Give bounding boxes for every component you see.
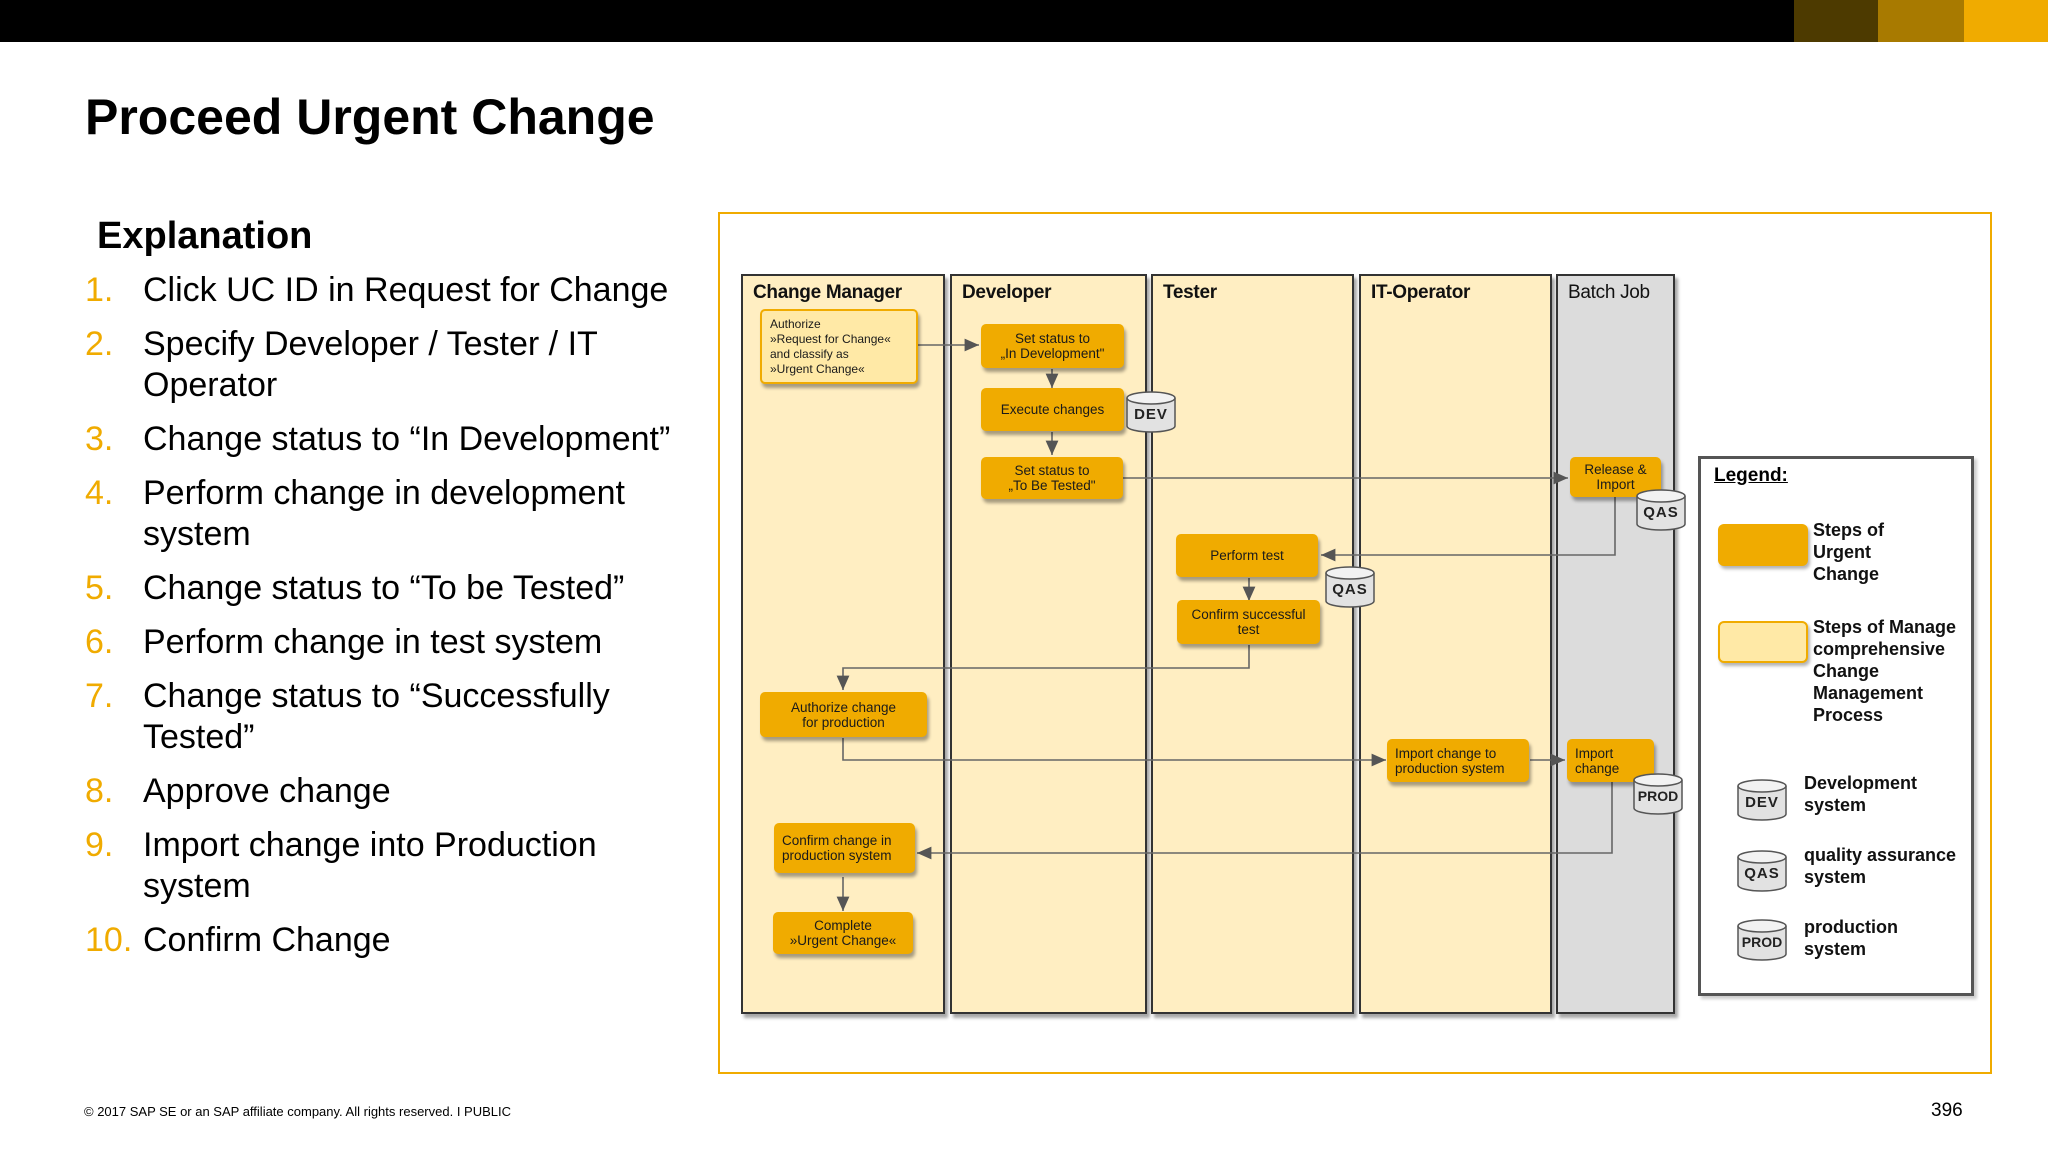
cylinder-label: DEV — [1134, 406, 1168, 423]
step-item: 9. Import change into Production system — [85, 825, 685, 907]
cylinder-label: PROD — [1741, 934, 1783, 950]
box-set-to-be-tested: Set status to „To Be Tested" — [981, 457, 1123, 499]
step-number: 6. — [85, 623, 114, 661]
footer-copyright: © 2017 SAP SE or an SAP affiliate compan… — [84, 1104, 512, 1119]
step-text: Specify Developer / Tester / IT Operator — [143, 325, 598, 404]
step-item: 2. Specify Developer / Tester / IT Operat… — [85, 324, 685, 406]
lane-title: Developer — [962, 282, 1052, 303]
lane-tester: Tester — [1151, 274, 1354, 1014]
dev-system-icon: DEV — [1126, 391, 1176, 433]
box-complete-urgent-change: Complete »Urgent Change« — [773, 912, 913, 954]
box-confirm-change-production: Confirm change in production system — [774, 823, 915, 873]
step-item: 4. Perform change in development system — [85, 473, 685, 555]
cylinder-label: QAS — [1744, 865, 1780, 882]
legend-title: Legend: — [1714, 465, 1788, 486]
box-authorize-request: Authorize »Request for Change« and class… — [760, 309, 918, 384]
step-number: 9. — [85, 826, 114, 864]
box-confirm-successful-test: Confirm successful test — [1177, 600, 1320, 644]
top-bar-accent-dark — [1794, 0, 1878, 42]
box-execute-changes: Execute changes — [981, 388, 1124, 431]
step-item: 10. Confirm Change — [85, 920, 685, 961]
legend-text-urgent: Steps of Urgent Change — [1813, 520, 1885, 584]
box-import-change: Import change — [1567, 739, 1654, 782]
lane-batch-job: Batch Job — [1556, 274, 1675, 1014]
cylinder-label: QAS — [1332, 581, 1368, 598]
step-text: Perform change in test system — [143, 623, 603, 661]
legend-text-manage: Steps of Manage comprehensive Change Man… — [1813, 617, 1957, 725]
step-item: 5. Change status to “To be Tested” — [85, 568, 685, 609]
lane-it-operator: IT-Operator — [1359, 274, 1552, 1014]
lane-title: Tester — [1163, 282, 1217, 303]
step-text: Change status to “Successfully Tested” — [143, 677, 610, 756]
step-number: 7. — [85, 677, 114, 715]
cylinder-label: QAS — [1643, 504, 1679, 521]
page-title: Proceed Urgent Change — [85, 89, 655, 145]
explanation-steps: 1. Click UC ID in Request for Change 2. Sp… — [85, 270, 685, 974]
lane-developer: Developer — [950, 274, 1147, 1014]
step-number: 2. — [85, 325, 114, 363]
qas-system-icon: QAS — [1325, 566, 1375, 608]
step-number: 8. — [85, 772, 114, 810]
top-bar — [0, 0, 2048, 42]
step-text: Change status to “In Development” — [143, 420, 671, 458]
box-import-change-to-production: Import change to production system — [1387, 739, 1529, 782]
legend-swatch-urgent — [1718, 524, 1808, 566]
prod-system-icon: PROD — [1737, 919, 1787, 961]
legend-swatch-manage — [1718, 621, 1808, 663]
step-number: 3. — [85, 420, 114, 458]
qas-system-icon: QAS — [1737, 850, 1787, 892]
box-perform-test: Perform test — [1176, 534, 1318, 577]
step-item: 1. Click UC ID in Request for Change — [85, 270, 685, 311]
legend-text-dev: Development system — [1804, 773, 1918, 815]
step-text: Approve change — [143, 772, 391, 810]
top-bar-accent-gold — [1964, 0, 2048, 42]
step-text: Perform change in development system — [143, 474, 625, 553]
lane-title: Change Manager — [753, 282, 902, 303]
legend-text-qas: quality assurance system — [1804, 845, 1957, 887]
step-text: Click UC ID in Request for Change — [143, 271, 669, 309]
dev-system-icon: DEV — [1737, 779, 1787, 821]
lane-title: Batch Job — [1568, 282, 1650, 303]
legend: Legend: Steps of Urgent Change Steps of … — [1698, 456, 1974, 996]
step-item: 8. Approve change — [85, 771, 685, 812]
box-set-in-development: Set status to „In Development" — [981, 324, 1124, 368]
step-item: 6. Perform change in test system — [85, 622, 685, 663]
step-text: Change status to “To be Tested” — [143, 569, 625, 607]
step-text: Confirm Change — [143, 921, 391, 959]
cylinder-label: DEV — [1745, 794, 1779, 811]
step-number: 4. — [85, 474, 114, 512]
box-authorize-change-production: Authorize change for production — [760, 692, 927, 737]
lane-title: IT-Operator — [1371, 282, 1471, 303]
prod-system-icon: PROD — [1633, 773, 1683, 815]
step-number: 1. — [85, 271, 114, 309]
top-bar-accent-mid — [1878, 0, 1964, 42]
cylinder-label: PROD — [1637, 788, 1679, 804]
legend-text-prod: production system — [1804, 917, 1898, 959]
explanation-heading: Explanation — [97, 215, 313, 257]
step-number: 10. — [85, 921, 133, 959]
step-number: 5. — [85, 569, 114, 607]
page-number: 396 — [1931, 1100, 1963, 1121]
box-release-import: Release & Import — [1570, 457, 1661, 497]
qas-system-icon: QAS — [1636, 489, 1686, 531]
step-item: 7. Change status to “Successfully Tested” — [85, 676, 685, 758]
step-text: Import change into Production system — [143, 826, 597, 905]
step-item: 3. Change status to “In Development” — [85, 419, 685, 460]
lane-change-manager: Change Manager — [741, 274, 945, 1014]
